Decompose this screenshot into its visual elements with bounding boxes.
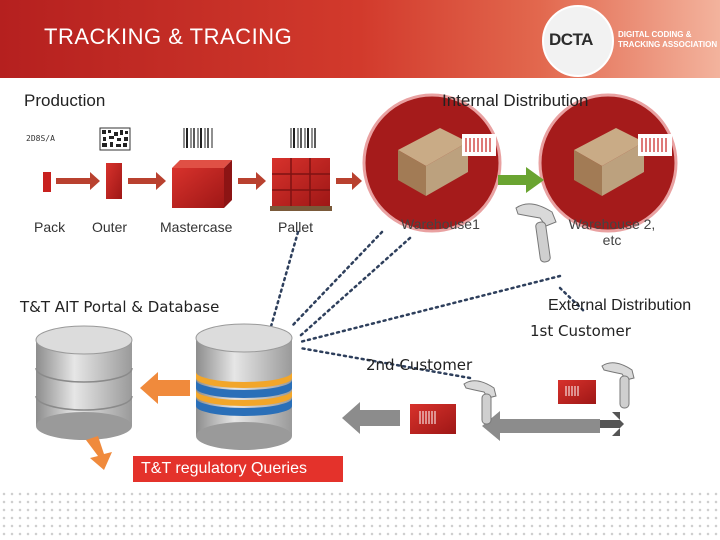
dotted-connectors	[268, 230, 587, 380]
database-left-icon	[35, 325, 133, 440]
svg-text:2D8S/A: 2D8S/A	[26, 134, 55, 143]
datamatrix-icon	[99, 127, 131, 151]
customer2-label: 2nd Customer	[366, 356, 473, 374]
warehouse2-label-line1: Warehouse 2,	[568, 216, 656, 232]
warehouse2-building-icon	[574, 128, 672, 196]
database-right-icon	[195, 323, 293, 450]
warehouse1-building-icon	[398, 128, 496, 196]
warehouse-transfer-arrow	[498, 167, 544, 193]
mastercase-barcode-icon	[183, 128, 213, 148]
step-pallet: Pallet	[278, 219, 314, 235]
step-mastercase: Mastercase	[160, 219, 233, 235]
portal-title: T&T AIT Portal & Database	[20, 298, 220, 316]
step-pack: Pack	[34, 219, 66, 235]
warehouse2-label: Warehouse 2, etc	[560, 216, 664, 248]
scanner-customer2-icon	[463, 380, 497, 425]
production-title: Production	[24, 91, 106, 110]
mastercase-box	[172, 160, 232, 208]
customer-flow-arrow	[482, 411, 600, 441]
logo-subtitle-line2: TRACKING ASSOCIATION	[618, 40, 718, 49]
dotted-footer-pattern	[0, 490, 720, 540]
pallet-barcode-icon	[290, 128, 316, 148]
step-outer: Outer	[92, 219, 128, 235]
dcta-logo-icon	[542, 5, 614, 77]
scanner-customer1-icon	[601, 362, 635, 409]
regulatory-queries-label: T&T regulatory Queries	[133, 456, 343, 482]
pack-item	[43, 172, 51, 192]
customer1-box	[558, 380, 596, 404]
query-arrow	[86, 436, 112, 470]
warehouse2-label-line2: etc	[602, 232, 622, 248]
scanner-warehouse-icon	[515, 203, 557, 263]
warehouse1-label: Warehouse1	[401, 216, 480, 232]
pack-code-icon: 2D8S/A	[26, 134, 55, 143]
logo-subtitle: DIGITAL CODING & TRACKING ASSOCIATION	[618, 30, 718, 50]
internal-distribution-title: Internal Distribution	[442, 91, 589, 110]
return-flow-arrow	[342, 402, 400, 434]
database-sync-arrow	[140, 372, 190, 404]
outer-box	[106, 163, 122, 199]
production-flow-arrows	[56, 172, 362, 190]
logo-subtitle-line1: DIGITAL CODING &	[618, 30, 692, 39]
page-title: TRACKING & TRACING	[44, 24, 293, 49]
external-distribution-title: External Distribution	[548, 297, 692, 314]
customer1-label: 1st Customer	[530, 322, 631, 340]
customer-flow-arrow-right	[600, 412, 624, 436]
logo-text: DCTA	[549, 30, 593, 49]
pallet-stack	[270, 158, 332, 211]
customer2-box	[410, 404, 456, 434]
